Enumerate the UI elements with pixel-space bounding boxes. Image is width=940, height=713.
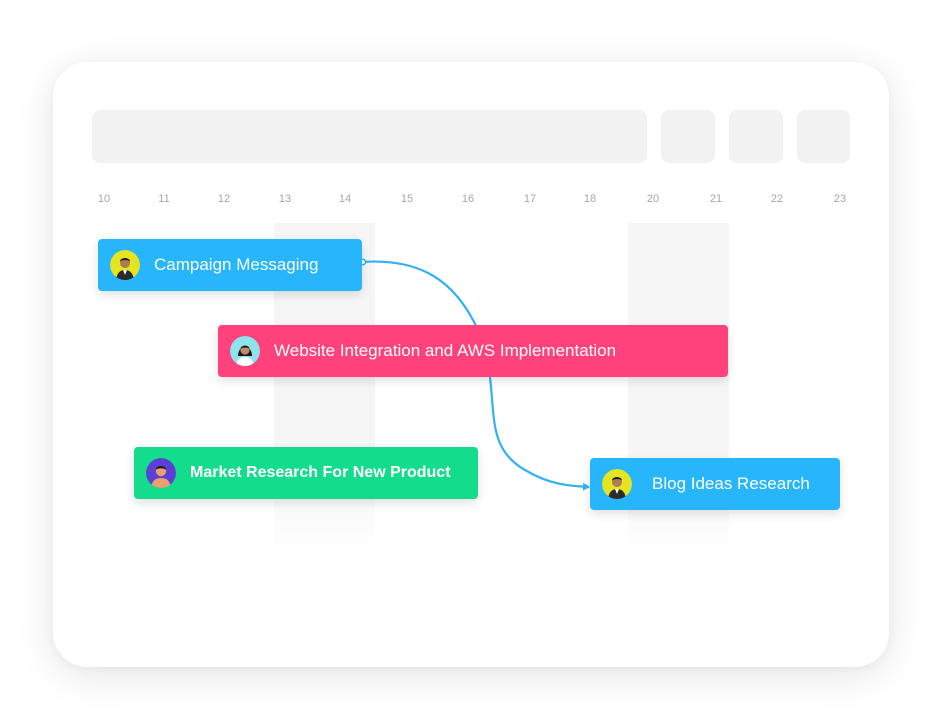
day-tick: 18	[583, 193, 597, 205]
day-tick: 12	[217, 193, 231, 205]
task-bar-market-research[interactable]: Market Research For New Product	[134, 447, 478, 499]
toolbar-button-placeholder-3[interactable]	[797, 110, 850, 163]
man-avatar-icon	[146, 458, 176, 488]
task-label: Campaign Messaging	[154, 255, 319, 274]
task-label: Website Integration and AWS Implementati…	[274, 341, 617, 360]
man-avatar-icon	[110, 250, 140, 280]
task-bar-campaign-messaging[interactable]: Campaign Messaging	[98, 239, 362, 291]
task-bar-blog-ideas[interactable]: Blog Ideas Research	[590, 458, 840, 510]
day-tick: 16	[461, 193, 475, 205]
day-tick: 17	[523, 193, 537, 205]
day-tick: 22	[770, 193, 784, 205]
woman-avatar-icon	[230, 336, 260, 366]
day-tick: 14	[338, 193, 352, 205]
task-label: Market Research For New Product	[190, 464, 451, 481]
day-tick: 10	[97, 193, 111, 205]
day-tick: 23	[833, 193, 847, 205]
day-tick: 13	[278, 193, 292, 205]
day-tick: 11	[158, 193, 170, 205]
man-avatar-icon	[602, 469, 632, 499]
day-tick: 15	[400, 193, 414, 205]
day-tick: 20	[646, 193, 660, 205]
day-tick: 21	[709, 193, 723, 205]
toolbar-button-placeholder-1[interactable]	[661, 110, 715, 163]
toolbar-button-placeholder-2[interactable]	[729, 110, 783, 163]
search-bar-placeholder[interactable]	[92, 110, 647, 163]
task-label: Blog Ideas Research	[652, 474, 810, 493]
task-bar-website-integration[interactable]: Website Integration and AWS Implementati…	[218, 325, 728, 377]
